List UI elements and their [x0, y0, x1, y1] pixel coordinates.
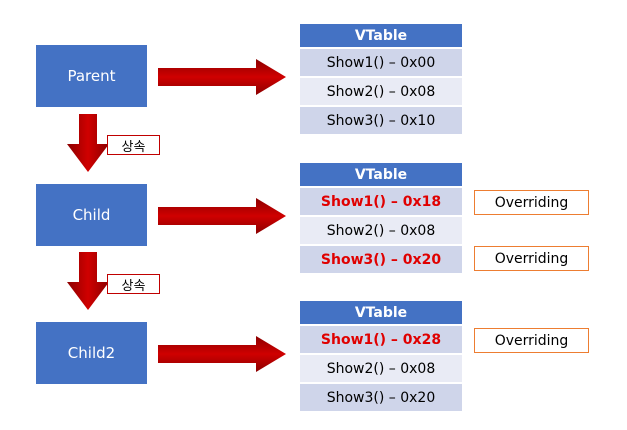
class-box-parent: Parent: [36, 45, 147, 107]
inheritance-arrow-1: [67, 114, 109, 172]
vtable-row-show1: Show1() – 0x28: [300, 326, 462, 353]
vtable-arrow-child: [158, 198, 286, 234]
vtable-header: VTable: [300, 301, 462, 324]
vtable-row-show3: Show3() – 0x20: [300, 246, 462, 273]
class-box-child2: Child2: [36, 322, 147, 384]
class-label-child: Child: [72, 206, 111, 224]
vtable-arrow-child2: [158, 336, 286, 372]
vtable-row-show1: Show1() – 0x00: [300, 49, 462, 76]
vtable-row-show2: Show2() – 0x08: [300, 355, 462, 382]
class-box-child: Child: [36, 184, 147, 246]
vtable-row-show2: Show2() – 0x08: [300, 217, 462, 244]
vtable-row-show2: Show2() – 0x08: [300, 78, 462, 105]
vtable-row-show3: Show3() – 0x10: [300, 107, 462, 134]
vtable-row-show1: Show1() – 0x18: [300, 188, 462, 215]
inheritance-arrow-2: [67, 252, 109, 310]
vtable-child: VTable Show1() – 0x18 Show2() – 0x08 Sho…: [300, 163, 462, 273]
inheritance-label-2: 상속: [107, 274, 160, 294]
vtable-parent: VTable Show1() – 0x00 Show2() – 0x08 Sho…: [300, 24, 462, 134]
vtable-header: VTable: [300, 163, 462, 186]
vtable-header: VTable: [300, 24, 462, 47]
overriding-label-child2-show1: Overriding: [474, 328, 589, 353]
vtable-arrow-parent: [158, 59, 286, 95]
class-label-parent: Parent: [67, 67, 116, 85]
inheritance-label-1: 상속: [107, 135, 160, 155]
overriding-label-child-show1: Overriding: [474, 190, 589, 215]
vtable-row-show3: Show3() – 0x20: [300, 384, 462, 411]
overriding-label-child-show3: Overriding: [474, 246, 589, 271]
vtable-child2: VTable Show1() – 0x28 Show2() – 0x08 Sho…: [300, 301, 462, 411]
class-label-child2: Child2: [67, 344, 116, 362]
